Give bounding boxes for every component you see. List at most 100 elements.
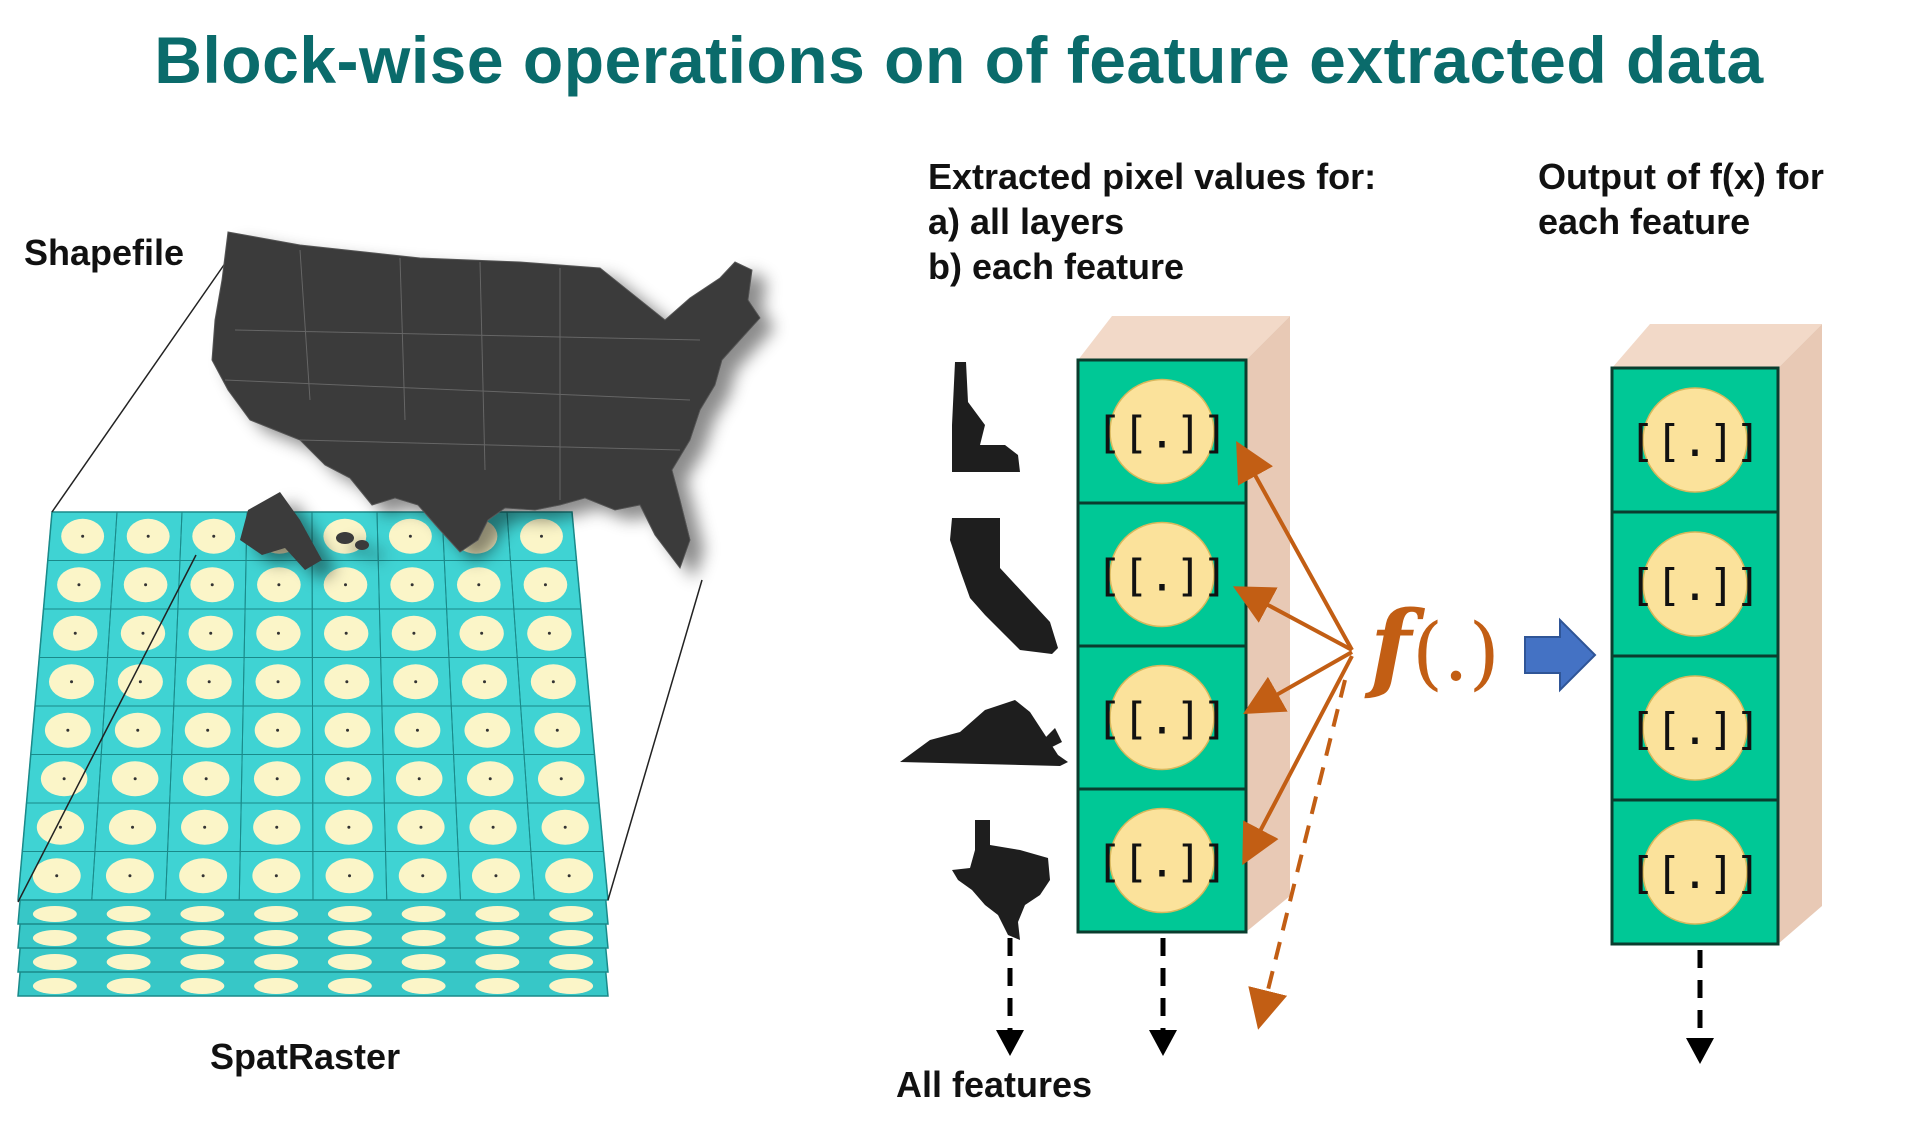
raster-pixel-center [408, 534, 412, 538]
extracted-values-column: [[.]][[.]][[.]][[.]] [1076, 316, 1290, 934]
raster-pixel-center [483, 680, 487, 684]
raster-pixel-center [276, 680, 280, 684]
spatraster-stack [17, 511, 609, 997]
shapefile-label: Shapefile [24, 232, 185, 273]
raster-pixel [401, 978, 446, 994]
output-cell-symbol: [[.]] [1629, 560, 1761, 611]
extracted-cell-symbol: [[.]] [1096, 694, 1228, 745]
projection-line-left [17, 554, 197, 903]
raster-pixel-center [415, 728, 419, 732]
raster-pixel-center [136, 728, 140, 732]
raster-pixel-center [539, 534, 543, 538]
extracted-item-b: b) each feature [928, 246, 1185, 287]
raster-pixel [475, 954, 520, 970]
extracted-cell-symbol: [[.]] [1096, 837, 1228, 888]
projection-line-top-left [51, 261, 227, 513]
raster-pixel-center [488, 777, 492, 781]
raster-pixel [475, 906, 520, 922]
raster-pixel [327, 906, 372, 922]
raster-pixel-center [414, 680, 418, 684]
raster-pixel-center [131, 825, 135, 829]
function-arrows [1232, 441, 1354, 1030]
projection-line-right [607, 579, 703, 901]
raster-pixel-center [344, 631, 348, 635]
raster-pixel-center [348, 874, 352, 878]
raster-pixel [32, 930, 77, 946]
raster-pixel-center [206, 728, 210, 732]
raster-pixel [254, 954, 299, 970]
raster-pixel [180, 930, 225, 946]
output-cell-circle [1642, 819, 1748, 925]
raster-pixel-center [128, 874, 132, 878]
output-column: [[.]][[.]][[.]][[.]] [1610, 324, 1822, 946]
virginia-icon [900, 700, 1068, 766]
raster-pixel-center [494, 874, 498, 878]
all-features-label: All features [896, 1064, 1093, 1105]
raster-pixel-center [344, 583, 348, 587]
raster-pixel-center [275, 777, 279, 781]
raster-pixel-center [417, 777, 421, 781]
raster-pixel-center [543, 583, 547, 587]
us-map-icon [211, 231, 761, 570]
raster-pixel-center [210, 583, 214, 587]
raster-pixel-center [347, 825, 351, 829]
raster-pixel-center [201, 874, 205, 878]
raster-pixel-center [412, 631, 416, 635]
raster-pixel-center [551, 680, 555, 684]
raster-pixel [401, 954, 446, 970]
raster-pixel-center [58, 825, 62, 829]
raster-pixel-center [276, 631, 280, 635]
raster-pixel [549, 906, 594, 922]
raster-pixel-center [203, 825, 207, 829]
continuation-arrows [996, 938, 1714, 1064]
raster-pixel [106, 906, 151, 922]
idaho-icon [952, 362, 1020, 472]
page-title: Block-wise operations on of feature extr… [154, 23, 1764, 97]
raster-pixel [327, 954, 372, 970]
raster-pixel-center [410, 583, 414, 587]
raster-pixel-center [274, 874, 278, 878]
raster-pixel-center [277, 583, 281, 587]
output-cell-symbol: [[.]] [1629, 704, 1761, 755]
raster-pixel-center [204, 777, 208, 781]
raster-pixel-center [141, 631, 145, 635]
raster-pixel-center [146, 534, 150, 538]
raster-pixel [254, 906, 299, 922]
raster-pixel [180, 906, 225, 922]
spatraster-label: SpatRaster [210, 1036, 401, 1077]
raster-pixel-center [346, 728, 350, 732]
raster-pixel-center [485, 728, 489, 732]
raster-pixel-center [144, 583, 148, 587]
raster-pixel-center [138, 680, 142, 684]
output-heading-line1: Output of f(x) for [1538, 156, 1824, 197]
extracted-cell-circle [1109, 664, 1215, 771]
raster-pixel [32, 906, 77, 922]
raster-pixel [106, 930, 151, 946]
raster-pixel-center [421, 874, 425, 878]
extracted-cell-circle [1109, 807, 1215, 914]
raster-pixel-center [555, 728, 559, 732]
raster-pixel-center [563, 825, 567, 829]
raster-pixel-center [55, 874, 59, 878]
raster-pixel-center [209, 631, 213, 635]
raster-pixel-center [567, 874, 571, 878]
extracted-cell-circle [1109, 378, 1215, 485]
raster-pixel-center [62, 777, 66, 781]
raster-pixel-center [419, 825, 423, 829]
raster-pixel-center [276, 728, 280, 732]
output-cell-symbol: [[.]] [1629, 848, 1761, 899]
extracted-cell-symbol: [[.]] [1096, 408, 1228, 459]
raster-pixel [475, 978, 520, 994]
raster-pixel [254, 978, 299, 994]
output-cell-circle [1642, 387, 1748, 493]
raster-pixel [475, 930, 520, 946]
raster-pixel-center [480, 631, 484, 635]
raster-pixel-center [81, 534, 85, 538]
raster-pixel [106, 978, 151, 994]
raster-pixel-center [346, 777, 350, 781]
extracted-heading: Extracted pixel values for: [928, 156, 1377, 197]
raster-pixel [549, 954, 594, 970]
raster-pixel [32, 978, 77, 994]
raster-pixel [180, 954, 225, 970]
